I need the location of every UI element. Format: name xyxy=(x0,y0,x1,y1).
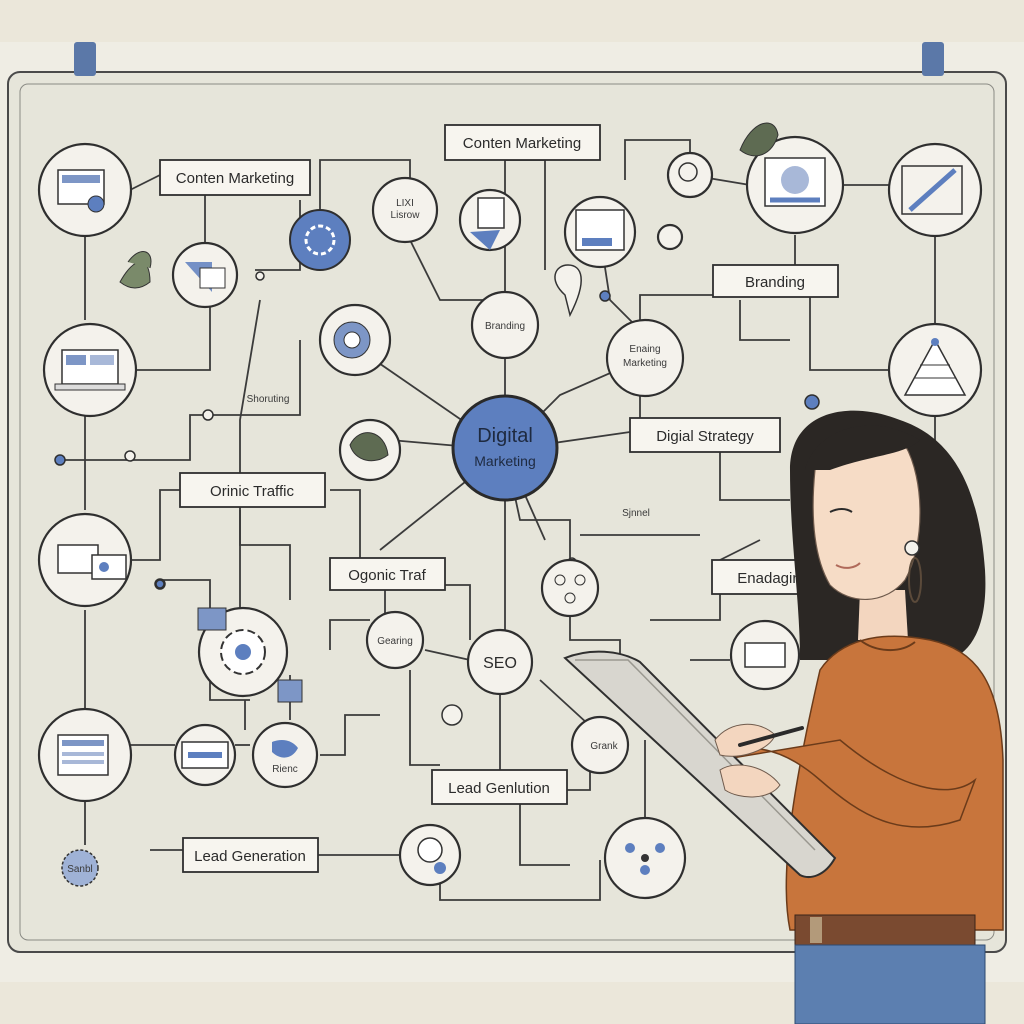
node-left-2 xyxy=(42,322,138,418)
label-engaging-text: Enadagin xyxy=(737,570,800,587)
node-social xyxy=(338,418,402,482)
gearing-text: Gearing xyxy=(377,636,413,647)
central-title-line1: Digital xyxy=(477,425,533,447)
graph-text: Grank xyxy=(590,741,618,752)
engaging-node-text: Enaing xyxy=(629,344,660,355)
node-gear-2 xyxy=(318,303,392,377)
label-branding: Branding xyxy=(712,264,839,298)
node-gearing: Gearing xyxy=(365,610,425,670)
node-face xyxy=(398,823,462,887)
node-ad xyxy=(173,723,237,787)
label-branding-text: Branding xyxy=(745,274,805,291)
node-seo: SEO xyxy=(466,628,534,696)
label-content-marketing-top: Conten Marketing xyxy=(444,124,601,161)
whiteboard-inner-border xyxy=(19,83,995,941)
label-content-marketing-left: Conten Marketing xyxy=(159,159,311,196)
person-illustration xyxy=(563,410,1004,1024)
lixi-text: LIXI xyxy=(396,198,414,209)
node-pyramid xyxy=(887,322,983,418)
node-engaging-marketing: Enaing Marketing xyxy=(605,318,685,398)
label-digital-strategy-text: Digial Strategy xyxy=(656,428,754,445)
label-lead-generation-bottom-text: Lead Generation xyxy=(194,848,306,865)
node-shield xyxy=(171,241,239,309)
node-twitter: Rienc xyxy=(251,721,319,789)
signal-note: Sjnnel xyxy=(622,508,650,519)
node-mail xyxy=(729,619,801,691)
node-document xyxy=(458,188,522,252)
seo-text: SEO xyxy=(483,655,517,672)
sanbl-text: Sanbl xyxy=(67,864,93,875)
engaging-node-text-2: Marketing xyxy=(623,358,667,369)
node-gear-blue xyxy=(289,209,351,271)
node-gear-large xyxy=(197,606,303,703)
label-organic-traffic-left-text: Orinic Traffic xyxy=(210,483,294,500)
node-cluster xyxy=(603,816,687,900)
branding-node-text: Branding xyxy=(485,321,525,332)
shoruting-note: Shoruting xyxy=(247,394,290,405)
label-digital-strategy: Digial Strategy xyxy=(629,417,781,453)
node-arrow xyxy=(887,142,983,238)
node-small-gear xyxy=(656,223,684,251)
central-title-line2: Marketing xyxy=(474,453,535,469)
leaf-icon-left xyxy=(119,251,152,289)
node-left-4 xyxy=(37,707,133,803)
central-node: Digital Marketing xyxy=(451,394,559,502)
node-card xyxy=(563,195,637,269)
node-sanbl: Sanbl xyxy=(61,849,99,887)
location-pin-icon xyxy=(554,264,582,318)
node-lixi: LIXI Lisrow xyxy=(371,176,439,244)
node-left-3 xyxy=(37,512,133,608)
node-left-1 xyxy=(37,142,133,238)
node-branding: Branding xyxy=(470,290,540,360)
leaf-icon-top xyxy=(739,122,779,157)
label-organic-traffic-mid-text: Ogonic Traf xyxy=(348,567,426,584)
node-monitor xyxy=(745,135,845,235)
node-magnifier xyxy=(666,151,714,199)
label-lead-generation-bottom: Lead Generation xyxy=(182,837,319,873)
label-content-marketing-top-text: Conten Marketing xyxy=(463,135,581,152)
twitter-text: Rienc xyxy=(272,764,298,775)
lixi-text-2: Lisrow xyxy=(391,210,421,221)
board-clip-left xyxy=(74,42,96,76)
board-clip-right xyxy=(922,42,944,76)
node-graph: Grank xyxy=(570,715,630,775)
label-lead-generation-mid-text: Lead Genlution xyxy=(448,780,550,797)
node-network xyxy=(540,558,600,618)
label-organic-traffic-left: Orinic Traffic xyxy=(179,472,326,508)
label-organic-traffic-mid: Ogonic Traf xyxy=(329,557,446,591)
label-content-marketing-left-text: Conten Marketing xyxy=(176,170,294,187)
node-bulb xyxy=(441,704,463,726)
label-lead-generation-mid: Lead Genlution xyxy=(431,769,568,805)
